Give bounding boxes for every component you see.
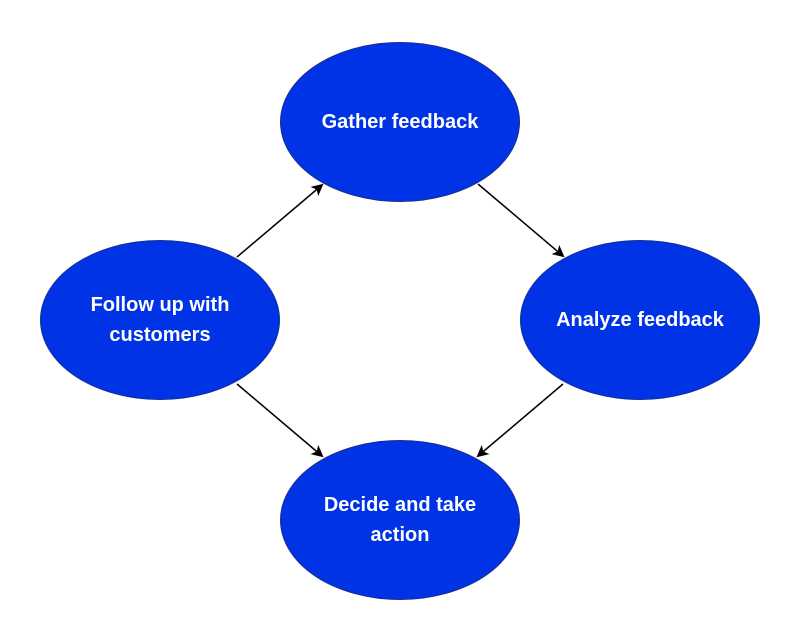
edge-follow-to-gather bbox=[236, 183, 324, 258]
node-label: Decide and take action bbox=[323, 494, 477, 546]
edge-follow-to-decide bbox=[236, 383, 324, 458]
node-label: Analyze feedback bbox=[556, 309, 724, 331]
node-follow-up-with-customers[interactable]: Follow up with customers bbox=[40, 240, 280, 400]
node-decide-and-take-action[interactable]: Decide and take action bbox=[280, 440, 520, 600]
node-gather-feedback[interactable]: Gather feedback bbox=[280, 42, 520, 202]
node-analyze-feedback[interactable]: Analyze feedback bbox=[520, 240, 760, 400]
edge-analyze-to-decide bbox=[476, 383, 564, 458]
edge-gather-to-analyze bbox=[477, 183, 565, 258]
node-label: Gather feedback bbox=[321, 111, 479, 133]
node-label: Follow up with customers bbox=[90, 294, 230, 346]
